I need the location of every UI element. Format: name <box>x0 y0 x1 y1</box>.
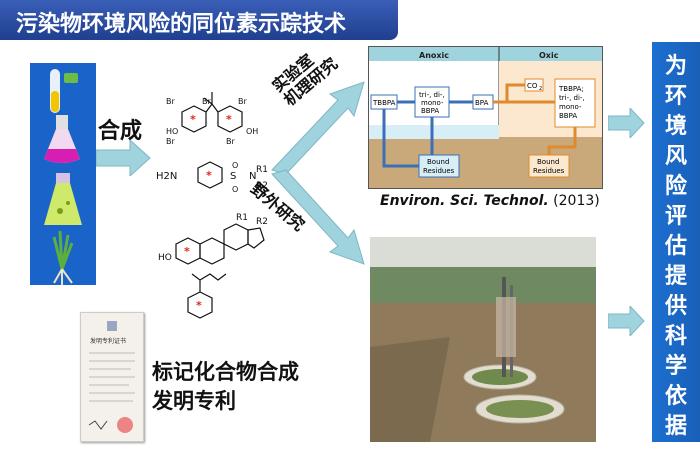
svg-text:Br: Br <box>238 97 247 106</box>
flask-icon <box>44 115 80 163</box>
svg-text:BBPA: BBPA <box>559 112 577 120</box>
patent-seal <box>117 417 133 433</box>
svg-text:tri-, di-,: tri-, di-, <box>559 94 585 102</box>
conclusion-char: 科 <box>664 324 687 349</box>
patent-caption-line1: 标记化合物合成 <box>152 360 299 384</box>
svg-text:TBBPA;: TBBPA; <box>558 85 584 93</box>
conclusion-char: 评 <box>664 204 687 229</box>
patent-caption-line2: 发明专利 <box>152 389 236 413</box>
svg-text:tri-, di-,: tri-, di-, <box>419 91 445 99</box>
svg-text:*: * <box>196 299 202 312</box>
svg-text:Br: Br <box>202 97 211 106</box>
page-title: 污染物环境风险的同位素示踪技术 <box>16 12 347 37</box>
citation: Environ. Sci. Technol. (2013) <box>380 193 600 209</box>
test-tube-icon <box>50 69 78 113</box>
svg-text:R1: R1 <box>236 213 248 223</box>
svg-text:Bound: Bound <box>537 158 559 166</box>
svg-text:H2N: H2N <box>156 171 177 182</box>
patent-certificate: 发明专利证书 <box>80 312 144 442</box>
arrow-to-conclusion-top <box>608 108 645 138</box>
conclusion-text: 为环境风险评估提供科学依据 <box>652 52 700 442</box>
svg-text:CO: CO <box>527 82 538 90</box>
svg-text:O: O <box>232 185 238 194</box>
conclusion-char: 估 <box>664 234 687 259</box>
conclusion-char: 提 <box>664 264 687 289</box>
svg-text:R1: R1 <box>256 165 268 175</box>
svg-text:*: * <box>206 169 212 182</box>
erlenmeyer-flask-icon <box>44 173 82 225</box>
journal-name: Environ. Sci. Technol. <box>380 193 549 209</box>
svg-text:HO: HO <box>158 253 172 263</box>
bpa-node: BPA <box>475 99 489 107</box>
svg-text:O: O <box>232 161 238 170</box>
conclusion-box: 为环境风险评估提供科学依据 <box>652 42 700 442</box>
labeled-compound-structures: Br Br Br Br Br HO OH H2N S N R1 R2 O O R… <box>156 92 268 319</box>
svg-text:R2: R2 <box>256 217 268 227</box>
conclusion-char: 依 <box>664 384 687 409</box>
fate-diagram: Anoxic Oxic TBBPA tri-, di-, mono- BBPA … <box>368 46 603 189</box>
conclusion-char: 学 <box>664 354 687 379</box>
svg-text:BBPA: BBPA <box>421 107 439 115</box>
svg-text:*: * <box>226 113 232 126</box>
svg-text:Br: Br <box>166 137 175 146</box>
lab-icons <box>44 69 82 285</box>
oxic-label: Oxic <box>539 51 559 60</box>
conclusion-char: 险 <box>664 174 687 199</box>
conclusion-char: 环 <box>664 84 687 109</box>
tbbpa-node: TBBPA <box>372 99 396 107</box>
lab-icons-panel <box>30 63 96 285</box>
svg-text:R2: R2 <box>256 181 268 191</box>
svg-text:OH: OH <box>246 127 258 136</box>
svg-text:*: * <box>184 245 190 258</box>
svg-text:mono-: mono- <box>421 99 444 107</box>
synthesis-label: 合成 <box>98 119 143 144</box>
branch-arrows <box>271 81 365 265</box>
svg-text:N: N <box>249 171 256 182</box>
svg-text:Br: Br <box>226 137 235 146</box>
conclusion-char: 供 <box>664 294 687 319</box>
conclusion-char: 境 <box>664 114 687 139</box>
field-experiment-photo <box>370 237 596 442</box>
svg-text:Residues: Residues <box>533 167 565 175</box>
conclusion-char: 据 <box>664 414 687 439</box>
svg-text:HO: HO <box>166 127 178 136</box>
svg-text:2: 2 <box>539 86 542 92</box>
synthesis-arrow <box>96 140 151 176</box>
conclusion-char: 为 <box>664 54 687 79</box>
conclusion-char: 风 <box>664 144 687 169</box>
rice-plant-icon <box>52 230 74 285</box>
citation-year: (2013) <box>553 193 600 209</box>
arrow-to-conclusion-bottom <box>608 306 645 336</box>
svg-text:Br: Br <box>166 97 175 106</box>
svg-text:Bound: Bound <box>427 158 449 166</box>
anoxic-label: Anoxic <box>419 51 449 60</box>
svg-text:Residues: Residues <box>423 167 455 175</box>
svg-text:mono-: mono- <box>559 103 582 111</box>
title-banner <box>0 0 398 40</box>
svg-text:S: S <box>230 171 236 182</box>
patent-header: 发明专利证书 <box>90 337 126 345</box>
svg-text:*: * <box>190 113 196 126</box>
